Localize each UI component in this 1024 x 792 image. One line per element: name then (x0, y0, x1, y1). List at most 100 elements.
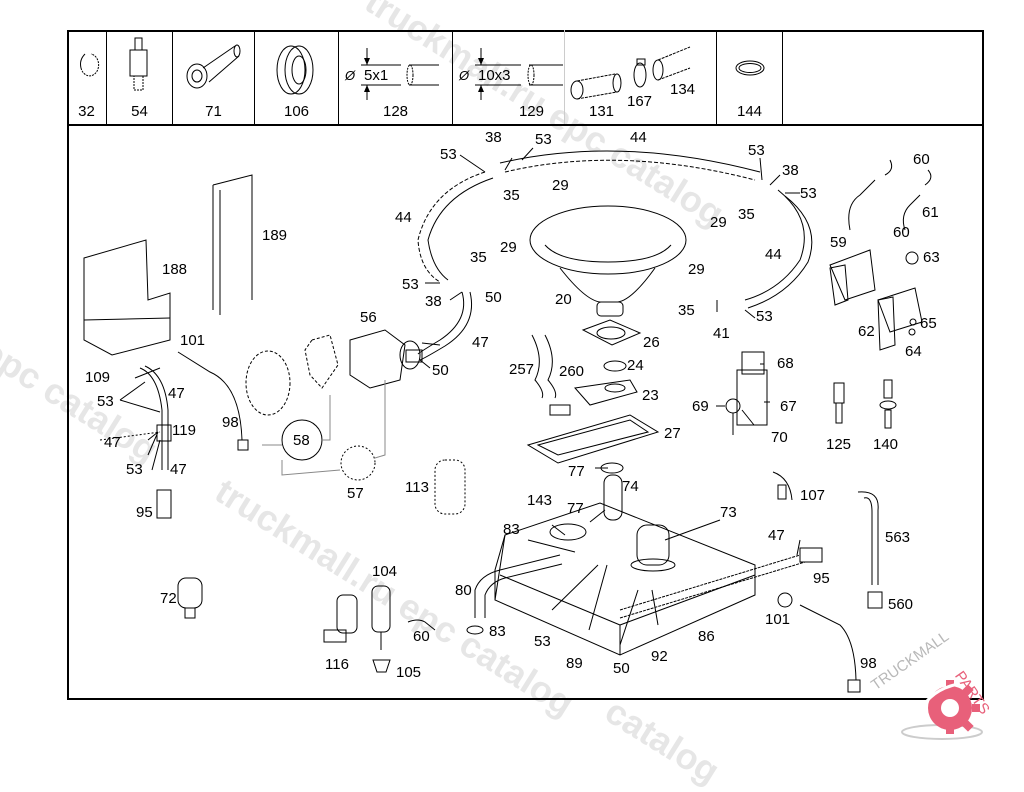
pump-72 (177, 577, 203, 609)
callout[interactable]: 35 (503, 187, 520, 204)
callout[interactable]: 140 (873, 436, 899, 453)
callout[interactable]: 50 (432, 362, 449, 379)
callout[interactable]: 63 (923, 249, 940, 266)
callout[interactable]: 23 (642, 387, 659, 404)
callout[interactable]: 38 (425, 293, 442, 310)
callout[interactable]: 113 (405, 479, 429, 496)
callout[interactable]: 44 (630, 129, 647, 146)
callout[interactable]: 98 (222, 414, 239, 431)
callout[interactable]: 47 (768, 527, 785, 544)
callout[interactable]: 38 (782, 162, 799, 179)
callout[interactable]: 67 (780, 398, 797, 415)
callout[interactable]: 47 (170, 461, 187, 478)
callout[interactable]: 60 (413, 628, 430, 645)
header-cell-54[interactable]: 54 (107, 30, 173, 124)
callout[interactable]: 80 (455, 582, 472, 599)
callout[interactable]: 188 (162, 261, 188, 278)
hose-connector-icon: 167 134 (570, 46, 695, 110)
callout[interactable]: 83 (489, 623, 506, 640)
callout[interactable]: 38 (485, 129, 502, 146)
callout[interactable]: 101 (180, 332, 206, 349)
callout[interactable]: 61 (922, 204, 939, 221)
callout[interactable]: 105 (396, 664, 422, 681)
callout[interactable]: 35 (470, 249, 487, 266)
callout[interactable]: 27 (664, 425, 681, 442)
callout[interactable]: 57 (347, 485, 364, 502)
callout[interactable]: 58 (293, 432, 310, 449)
callout[interactable]: 53 (748, 142, 765, 159)
callout[interactable]: 29 (710, 214, 727, 231)
callout[interactable]: 74 (622, 478, 639, 495)
header-cell-128[interactable]: Ø 5x1 128 (339, 30, 453, 124)
callout[interactable]: 60 (893, 224, 910, 241)
callout[interactable]: 29 (552, 177, 569, 194)
callout[interactable]: 53 (402, 276, 419, 293)
callout[interactable]: 20 (555, 291, 572, 308)
callout[interactable]: 560 (888, 596, 914, 613)
callout[interactable]: 44 (395, 209, 412, 226)
callout[interactable]: 89 (566, 655, 583, 672)
callout[interactable]: 50 (613, 660, 630, 677)
callout[interactable]: 83 (503, 521, 520, 538)
callout[interactable]: 77 (568, 463, 585, 480)
callout[interactable]: 53 (126, 461, 143, 478)
callout[interactable]: 53 (440, 146, 457, 163)
callout[interactable]: 77 (567, 500, 584, 517)
header-cell-71[interactable]: 71 (173, 30, 255, 124)
callout[interactable]: 47 (472, 334, 489, 351)
callout[interactable]: 59 (830, 234, 847, 251)
callout[interactable]: 260 (559, 363, 585, 380)
callout[interactable]: 109 (85, 369, 111, 386)
callout[interactable]: 64 (905, 343, 922, 360)
callout[interactable]: 53 (756, 308, 773, 325)
callout[interactable]: 24 (627, 357, 644, 374)
callout[interactable]: 69 (692, 398, 709, 415)
parts-diagram: truckmall.ru epc catalog truckmall.ru ep… (0, 0, 993, 792)
callout[interactable]: 101 (765, 611, 791, 628)
callout[interactable]: 125 (826, 436, 852, 453)
callout[interactable]: 104 (372, 563, 398, 580)
header-cell-144[interactable]: 144 (717, 30, 783, 124)
header-cell-129[interactable]: Ø 10x3 129 (453, 30, 565, 124)
callout[interactable]: 29 (500, 239, 517, 256)
callout[interactable]: 41 (713, 325, 730, 342)
callout[interactable]: 143 (527, 492, 553, 509)
callout[interactable]: 35 (738, 206, 755, 223)
callout[interactable]: 35 (678, 302, 695, 319)
callout[interactable]: 62 (858, 323, 875, 340)
callout[interactable]: 53 (535, 131, 552, 148)
callout[interactable]: 119 (172, 422, 196, 439)
callout[interactable]: 56 (360, 309, 377, 326)
callout[interactable]: 68 (777, 355, 794, 372)
callout[interactable]: 563 (885, 529, 911, 546)
callout[interactable]: 53 (534, 633, 551, 650)
callout[interactable]: 26 (643, 334, 660, 351)
callout[interactable]: 257 (509, 361, 535, 378)
callout[interactable]: 107 (800, 487, 826, 504)
sensor-95 (156, 489, 172, 519)
callout[interactable]: 53 (97, 393, 114, 410)
callout[interactable]: 29 (688, 261, 705, 278)
callout[interactable]: 44 (765, 246, 782, 263)
callout[interactable]: 98 (860, 655, 877, 672)
header-cell-106[interactable]: 106 (255, 30, 339, 124)
callout[interactable]: 92 (651, 648, 668, 665)
callout[interactable]: 73 (720, 504, 737, 521)
callout[interactable]: 53 (800, 185, 817, 202)
callout[interactable]: 47 (104, 434, 121, 451)
callout[interactable]: 189 (262, 227, 288, 244)
callout[interactable]: 60 (913, 151, 930, 168)
callout[interactable]: 70 (771, 429, 788, 446)
callout[interactable]: 65 (920, 315, 937, 332)
header-cell-32[interactable]: 32 (67, 30, 107, 124)
callout[interactable]: 95 (813, 570, 830, 587)
callout[interactable]: 116 (325, 656, 349, 673)
callout[interactable]: 95 (136, 504, 153, 521)
callout[interactable]: 86 (698, 628, 715, 645)
callout[interactable]: 72 (160, 590, 177, 607)
header-cell-131[interactable]: 167 134 131 (565, 30, 717, 124)
callout[interactable]: 47 (168, 385, 185, 402)
callout[interactable]: 50 (485, 289, 502, 306)
valve-69 (725, 398, 741, 414)
clip-83 (466, 625, 484, 635)
